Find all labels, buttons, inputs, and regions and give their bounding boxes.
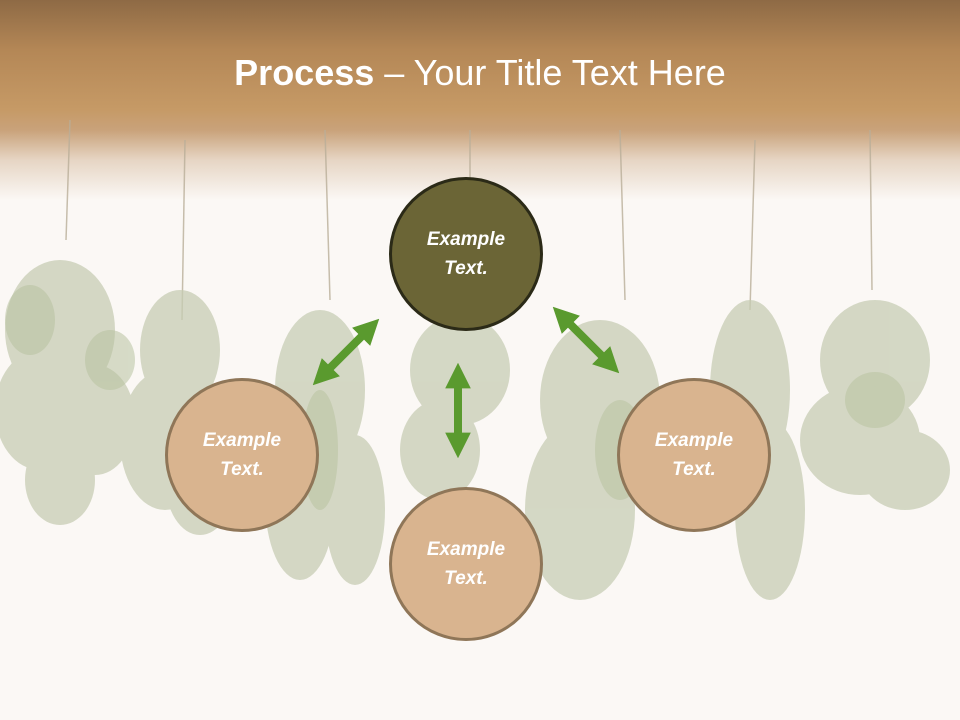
step-top-line2: Text. xyxy=(444,258,488,279)
step-top-line1: Example xyxy=(426,229,506,250)
title-rest-part: – Your Title Text Here xyxy=(374,52,726,93)
header-band xyxy=(0,0,960,200)
step-bottom-line2: Text. xyxy=(444,568,488,589)
step-right-line2: Text. xyxy=(672,459,716,480)
step-bottom-line1: Example xyxy=(426,539,506,560)
step-left-line2: Text. xyxy=(220,459,264,480)
step-right-line1: Example xyxy=(654,430,734,451)
step-left-line1: Example xyxy=(202,430,282,451)
title-bold-part: Process xyxy=(234,52,375,93)
slide-title: Process – Your Title Text Here xyxy=(0,52,960,94)
